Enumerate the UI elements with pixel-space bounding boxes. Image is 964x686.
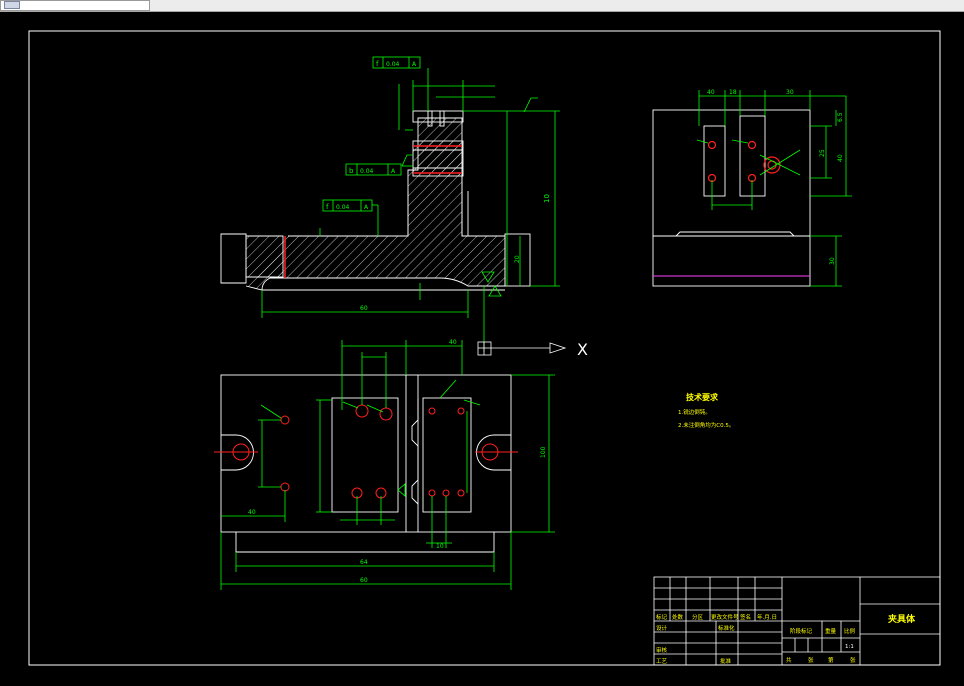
tb-row-5: 签名 [740, 613, 751, 621]
drawing-canvas[interactable]: f 0.04 A b 0.04 A f 0.04 A 10 60 20 X [0, 12, 964, 682]
plan-dim-top: 40 [449, 339, 457, 346]
side-dim-30: 30 [786, 89, 794, 96]
toolbar-button[interactable] [4, 1, 20, 9]
ucs-icon [477, 341, 567, 356]
side-dim-40b: 40 [837, 154, 844, 162]
tb-label-approve: 批准 [720, 657, 732, 665]
tol-value-1: 0.04 [386, 61, 400, 68]
tolerance-frame-3: f 0.04 A [322, 199, 373, 212]
tb-label-stage: 阶段标记 [790, 627, 813, 635]
notes-title: 技术要求 [686, 392, 719, 402]
tol-symbol-2: b [349, 167, 354, 175]
side-dim-40: 40 [707, 89, 715, 96]
drawing-frame [28, 30, 941, 666]
cad-drawing: f 0.04 A b 0.04 A f 0.04 A 10 60 20 X [28, 30, 941, 666]
side-view-dimensions [696, 90, 852, 287]
tb-label-scale: 比例 [844, 627, 856, 635]
plan-dim-height: 100 [540, 446, 547, 458]
tol-datum-3: A [364, 204, 369, 211]
plan-dim-inner: 64 [360, 559, 368, 566]
tb-sheet-3: 第 [828, 656, 834, 664]
tb-sheet-2: 张 [808, 656, 814, 664]
tolerance-frame-1: f 0.04 A [372, 56, 421, 69]
tb-label-weight: 重量 [825, 627, 837, 635]
dim-width-60: 60 [360, 305, 368, 312]
axis-x-label: X [577, 340, 588, 359]
side-dim-25: 25 [819, 149, 826, 157]
part-name: 夹具体 [888, 613, 916, 625]
tb-label-process: 工艺 [656, 658, 668, 665]
tol-symbol-1: f [376, 60, 379, 68]
side-dim-6-5: 6.5 [837, 112, 844, 122]
side-dim-18: 18 [729, 89, 737, 96]
tb-row-2: 处数 [672, 613, 684, 621]
plan-dim-small: 10 [436, 543, 444, 550]
tolerance-frame-2: b 0.04 A [345, 163, 402, 176]
plan-centerlines [214, 404, 518, 499]
dim-small-20: 20 [514, 255, 521, 263]
side-view [652, 109, 811, 287]
side-view-holes [707, 140, 781, 183]
side-dim-30b: 30 [829, 257, 836, 265]
tb-sheet-1: 共 [786, 656, 792, 664]
notes-item-1: 1.锐边倒钝。 [678, 408, 711, 416]
tol-datum-2: A [391, 168, 396, 175]
tb-label-review: 审核 [656, 646, 668, 654]
title-block [653, 576, 941, 666]
plan-dim-overall: 60 [360, 577, 368, 584]
tol-symbol-3: f [326, 203, 329, 211]
tb-label-std: 标准化 [718, 624, 735, 632]
title-block-text: 标记 处数 分区 更改文件号 签名 年.月.日 设计 标准化 审核 工艺 批准 … [656, 613, 856, 665]
section-dimensions [261, 68, 560, 352]
tb-row-3: 分区 [692, 613, 704, 621]
tb-scale-value: 1:1 [845, 644, 854, 650]
plan-view [220, 374, 512, 553]
command-field[interactable] [0, 0, 150, 11]
tb-label-design: 设计 [656, 624, 668, 632]
plan-dimensions [220, 340, 555, 590]
tol-datum-1: A [412, 61, 417, 68]
tb-row-4: 更改文件号 [711, 613, 739, 621]
tol-value-3: 0.04 [336, 204, 350, 211]
tol-value-2: 0.04 [360, 168, 374, 175]
dim-height-10: 10 [543, 194, 551, 203]
section-view [220, 110, 531, 291]
plan-dim-left: 40 [248, 509, 256, 516]
notes-item-2: 2.未注倒角均为C0.5。 [678, 421, 734, 429]
section-centerlines [284, 145, 462, 278]
top-toolbar [0, 0, 964, 12]
tb-row-6: 年.月.日 [757, 613, 777, 621]
tb-sheet-4: 张 [850, 656, 856, 664]
tb-row-1: 标记 [656, 613, 668, 621]
